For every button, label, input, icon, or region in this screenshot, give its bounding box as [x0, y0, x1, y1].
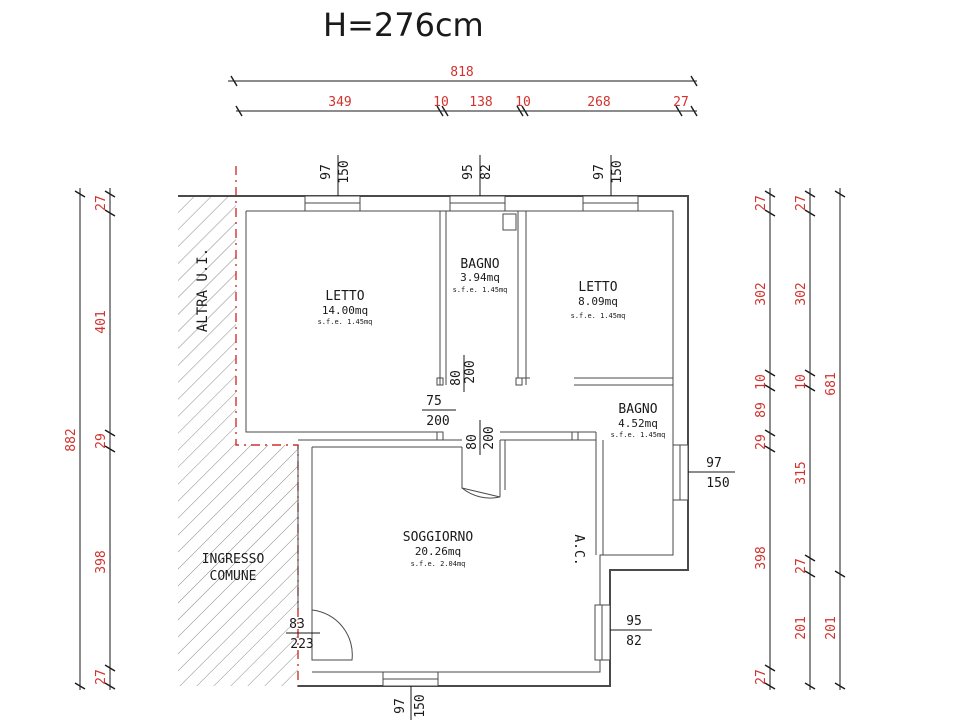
room-area: 20.26mq [415, 545, 461, 558]
door-soggiorno-width: 80 [465, 434, 480, 450]
win-bottom-height: 150 [413, 694, 428, 717]
room-area: 14.00mq [322, 304, 368, 317]
room-soggiorno: SOGGIORNO 20.26mq s.f.e. 2.04mq [403, 530, 474, 568]
dim-right-outer-total: 681 [824, 372, 839, 395]
dim-top-seg-3: 138 [469, 95, 492, 110]
win-top-3-height: 150 [610, 160, 625, 183]
dim-right-inner-5: 29 [754, 434, 769, 450]
dim-top-seg-4: 10 [515, 95, 531, 110]
door-entrance-height: 223 [290, 637, 313, 652]
room-sfe: s.f.e. 1.45mq [571, 312, 626, 320]
dim-right-inner-1: 27 [754, 195, 769, 211]
dim-top-total: 818 [450, 65, 473, 80]
dim-left-seg-2: 401 [94, 310, 109, 333]
room-sfe: s.f.e. 1.45mq [453, 286, 508, 294]
room-sfe: s.f.e. 1.45mq [318, 318, 373, 326]
doors [311, 377, 579, 661]
dim-left-total: 882 [64, 428, 79, 451]
win-top-1-height: 150 [337, 160, 352, 183]
right-dimensions: 27 302 10 89 29 398 27 27 302 10 315 27 … [754, 188, 846, 690]
dim-top-seg-5: 268 [587, 95, 610, 110]
left-dimensions: 882 27 401 29 398 27 [64, 188, 116, 690]
label-comune: COMUNE [210, 569, 257, 584]
room-bagno-1: BAGNO 3.94mq s.f.e. 1.45mq [453, 257, 508, 294]
win-right-bagno-width: 97 [706, 456, 722, 471]
dim-right-inner-2: 302 [754, 282, 769, 305]
dim-right-mid-2: 302 [794, 282, 809, 305]
door-letto-width: 75 [426, 394, 442, 409]
dim-right-mid-4: 315 [794, 461, 809, 484]
label-altra-ui: ALTRA U.I. [195, 248, 211, 332]
room-sfe: s.f.e. 1.45mq [611, 431, 666, 439]
adjacent-unit-hatch [178, 196, 298, 686]
dim-right-mid-3: 10 [794, 374, 809, 390]
label-ingresso: INGRESSO [202, 552, 265, 567]
dim-right-outer-bottom: 201 [824, 616, 839, 639]
door-soggiorno-height: 200 [482, 426, 497, 449]
height-title: H=276cm [323, 6, 484, 44]
win-right-soggiorno-height: 82 [626, 634, 642, 649]
door-soggiorno-swing [461, 447, 501, 499]
room-area: 8.09mq [578, 295, 618, 308]
room-name: BAGNO [460, 257, 499, 272]
door-entrance-swing [311, 609, 353, 661]
opening-dimensions: 97 150 95 82 97 150 80 200 75 200 80 200… [286, 155, 735, 720]
room-bagno-2: BAGNO 4.52mq s.f.e. 1.45mq [611, 402, 666, 439]
win-right-bagno-height: 150 [706, 476, 729, 491]
room-name: LETTO [325, 289, 364, 304]
dim-left-seg-1: 27 [94, 195, 109, 211]
room-letto-2: LETTO 8.09mq s.f.e. 1.45mq [571, 280, 626, 320]
dim-right-mid-1: 27 [794, 195, 809, 211]
room-letto-1: LETTO 14.00mq s.f.e. 1.45mq [318, 289, 373, 326]
room-name: LETTO [578, 280, 617, 295]
room-area: 3.94mq [460, 271, 500, 284]
win-top-2-height: 82 [479, 164, 494, 180]
dim-right-mid-5: 27 [794, 558, 809, 574]
label-ac: A.C. [571, 534, 586, 565]
door-bagno-height: 200 [463, 360, 478, 383]
dim-right-inner-3: 10 [754, 374, 769, 390]
door-letto-height: 200 [426, 414, 449, 429]
win-top-3-width: 97 [592, 164, 607, 180]
dim-right-inner-4: 89 [754, 402, 769, 418]
door-bagno-width: 80 [449, 370, 464, 386]
win-bottom-width: 97 [393, 698, 408, 714]
dim-right-inner-7: 27 [754, 669, 769, 685]
dim-right-inner-6: 398 [754, 546, 769, 569]
dim-left-seg-3: 29 [94, 433, 109, 449]
dim-left-seg-4: 398 [94, 550, 109, 573]
room-name: SOGGIORNO [403, 530, 474, 545]
room-name: BAGNO [618, 402, 657, 417]
dim-left-seg-5: 27 [94, 669, 109, 685]
win-top-2-width: 95 [461, 164, 476, 180]
door-entrance-width: 83 [289, 617, 305, 632]
dim-top-seg-2: 10 [433, 95, 449, 110]
room-sfe: s.f.e. 2.04mq [411, 560, 466, 568]
win-right-soggiorno-width: 95 [626, 614, 642, 629]
room-area: 4.52mq [618, 417, 658, 430]
dim-top-seg-1: 349 [328, 95, 351, 110]
dim-top-seg-6: 27 [673, 95, 689, 110]
top-dimensions: 818 349 10 138 10 268 27 [228, 65, 698, 117]
win-top-1-width: 97 [319, 164, 334, 180]
dim-right-mid-6: 201 [794, 616, 809, 639]
